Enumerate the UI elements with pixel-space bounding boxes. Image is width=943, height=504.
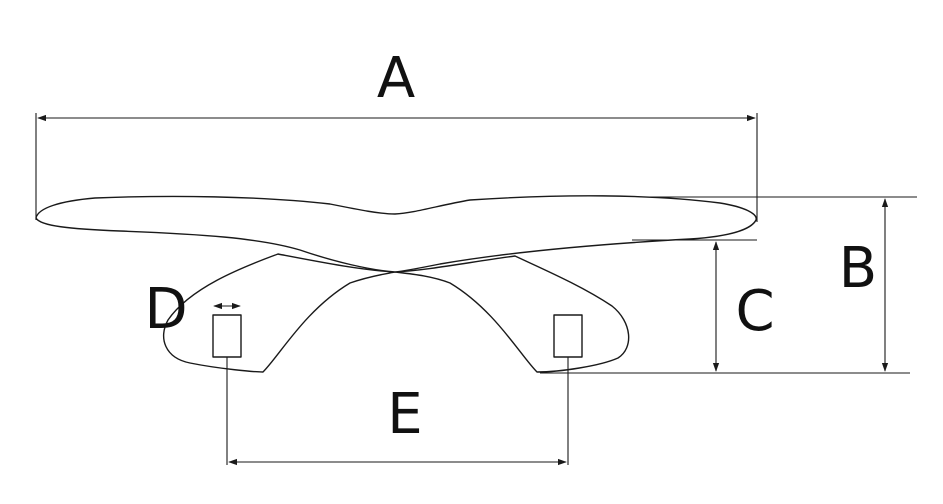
label-d: D xyxy=(144,277,187,342)
label-e: E xyxy=(387,382,422,447)
label-a: A xyxy=(377,46,415,111)
label-c: C xyxy=(735,279,774,344)
label-b: B xyxy=(839,236,877,301)
cleat-top-horns xyxy=(35,195,757,273)
mounting-hole-right xyxy=(553,314,583,358)
cleat-base xyxy=(163,253,630,373)
mounting-hole-left xyxy=(212,314,242,358)
